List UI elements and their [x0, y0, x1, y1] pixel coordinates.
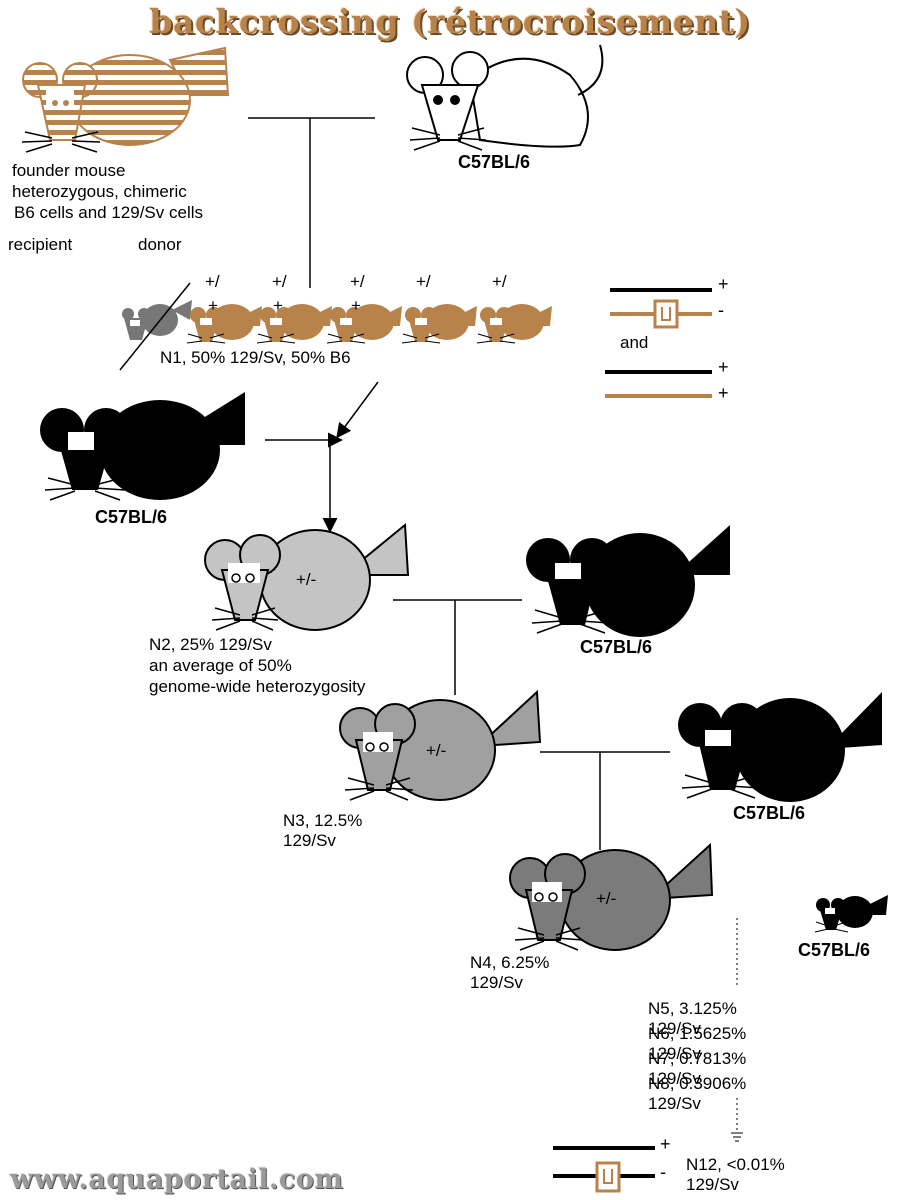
cross-line-founder — [248, 117, 375, 288]
n6-label: N6, 1.5625% — [648, 1024, 747, 1043]
n12-label: N12, <0.01% — [686, 1155, 785, 1174]
n12-plus: + — [660, 1134, 671, 1154]
legend-plus-3: + — [718, 383, 729, 403]
c57bl6-outline-mouse — [406, 44, 604, 151]
c57bl6-label-n3: C57BL/6 — [733, 803, 806, 823]
n2-genotype: +/- — [296, 570, 317, 589]
n4-label-1: N4, 6.25% — [470, 953, 550, 972]
n4-genotype: +/- — [596, 889, 617, 908]
n3-label-2: 129/Sv — [283, 831, 336, 850]
c57bl6-small-black-mouse — [814, 895, 888, 933]
legend-plus-2: + — [718, 357, 729, 377]
n1-gray-mouse — [119, 282, 192, 371]
n5-label: N5, 3.125% — [648, 999, 737, 1018]
n12-minus: - — [660, 1162, 666, 1182]
recipient-label: recipient — [8, 235, 73, 254]
diagram-title: backcrossing (rétrocroisement) — [149, 2, 751, 41]
donor-label: donor — [138, 235, 182, 254]
c57bl6-label-small: C57BL/6 — [798, 940, 871, 960]
c57bl6-black-mouse-n2 — [526, 525, 730, 637]
n1-genotype-5: +/ — [492, 272, 507, 291]
n3-mouse — [339, 689, 542, 801]
n1-genotype-4: +/ — [416, 272, 431, 291]
n2-label-2: an average of 50% — [149, 656, 292, 675]
n2-label-3: genome-wide heterozygosity — [149, 677, 366, 696]
n1-plus-2: + — [273, 296, 283, 315]
n4-mouse — [509, 842, 714, 951]
legend-and: and — [620, 333, 649, 352]
n2-mouse — [204, 522, 410, 631]
watermark: www.aquaportail.com — [10, 1164, 344, 1195]
n1-plus-1: + — [208, 296, 218, 315]
n3-genotype: +/- — [426, 741, 447, 760]
n7-sv-label: 129/Sv — [648, 1069, 701, 1088]
c57bl6-label-top: C57BL/6 — [458, 152, 531, 172]
c57bl6-black-mouse-n3 — [678, 692, 882, 802]
n1-brown-mice — [186, 304, 552, 344]
n1-genotype-2: +/ — [272, 272, 287, 291]
c57bl6-black-mouse-left — [40, 392, 245, 501]
n1-brown-mouse — [401, 304, 477, 344]
n1-brown-mouse — [476, 304, 552, 344]
n3-label-1: N3, 12.5% — [283, 811, 363, 830]
n1-genotype-1: +/ — [205, 272, 220, 291]
ground-symbol — [731, 1132, 743, 1142]
n1-brown-mouse — [256, 304, 332, 344]
founder-label-3: B6 cells and 129/Sv cells — [14, 203, 203, 222]
founder-label-2: heterozygous, chimeric — [12, 182, 187, 201]
n8-label: N8, 0.3906% — [648, 1074, 747, 1093]
n6-sv-label: 129/Sv — [648, 1044, 701, 1063]
legend-plus-1: + — [718, 274, 729, 294]
n1-label: N1, 50% 129/Sv, 50% B6 — [160, 348, 351, 367]
n2-label-1: N2, 25% 129/Sv — [149, 635, 272, 654]
n1-plus-3: + — [351, 296, 361, 315]
n12-genotype-bars — [553, 1146, 655, 1193]
n1-brown-mouse — [326, 304, 402, 344]
genotype-legend — [605, 288, 712, 398]
n1-genotype-3: +/ — [350, 272, 365, 291]
founder-mouse — [21, 46, 230, 153]
founder-label-1: founder mouse — [12, 161, 126, 180]
legend-minus: - — [718, 300, 724, 320]
n4-label-2: 129/Sv — [470, 973, 523, 992]
n7-label: N7, 0.7813% — [648, 1049, 747, 1068]
n1-brown-mouse — [186, 304, 262, 344]
n12-sv-label: 129/Sv — [686, 1175, 739, 1194]
c57bl6-label-n2: C57BL/6 — [580, 637, 653, 657]
c57bl6-label-left: C57BL/6 — [95, 507, 168, 527]
n8-sv-label: 129/Sv — [648, 1094, 701, 1113]
n5-sv-label: 129/Sv — [648, 1019, 701, 1038]
